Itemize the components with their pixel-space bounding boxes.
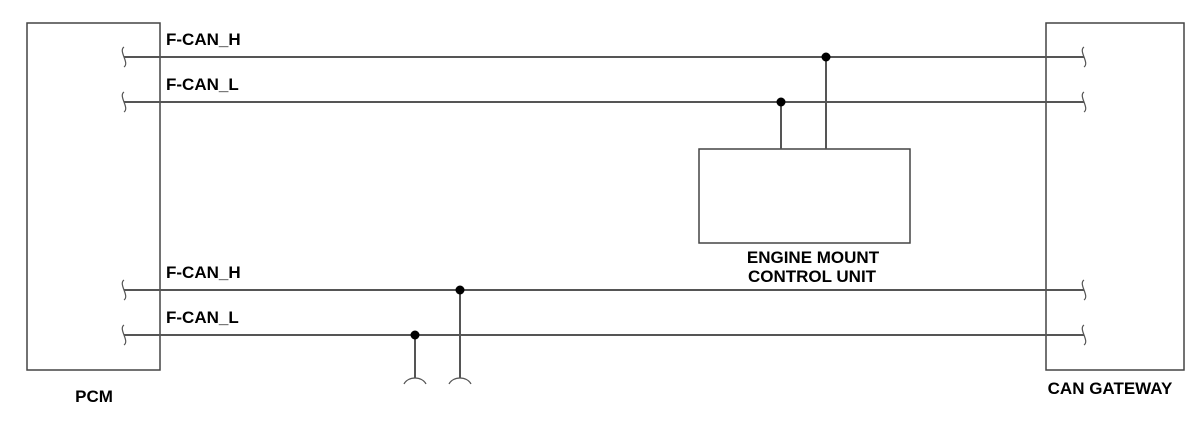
pcm-box	[26, 22, 161, 371]
pcm-label: PCM	[75, 387, 113, 406]
can-gateway-label: CAN GATEWAY	[1048, 379, 1173, 398]
gateway-connector-break-2	[1081, 91, 1087, 113]
pcm-connector-break-4	[121, 324, 127, 346]
can-gateway-box	[1045, 22, 1185, 371]
junction-dot-lower-low	[410, 330, 420, 340]
lower-low-branch-break	[403, 377, 427, 385]
pcm-connector-break-2	[121, 91, 127, 113]
upper-can-low-label: F-CAN_L	[166, 75, 239, 94]
junction-dot-upper-low	[776, 97, 786, 107]
lower-can-low-label: F-CAN_L	[166, 308, 239, 327]
lower-high-branch-break	[448, 377, 472, 385]
junction-dot-lower-high	[455, 285, 465, 295]
engine-mount-label-line2: CONTROL UNIT	[748, 267, 877, 286]
pcm-connector-break-1	[121, 46, 127, 68]
gateway-connector-break-3	[1081, 279, 1087, 301]
engine-mount-control-unit-box	[698, 148, 911, 244]
engine-mount-label-line1: ENGINE MOUNT	[747, 248, 880, 267]
upper-can-high-label: F-CAN_H	[166, 30, 241, 49]
junction-dot-upper-high	[821, 52, 831, 62]
gateway-connector-break-1	[1081, 46, 1087, 68]
gateway-connector-break-4	[1081, 324, 1087, 346]
lower-can-high-label: F-CAN_H	[166, 263, 241, 282]
pcm-connector-break-3	[121, 279, 127, 301]
